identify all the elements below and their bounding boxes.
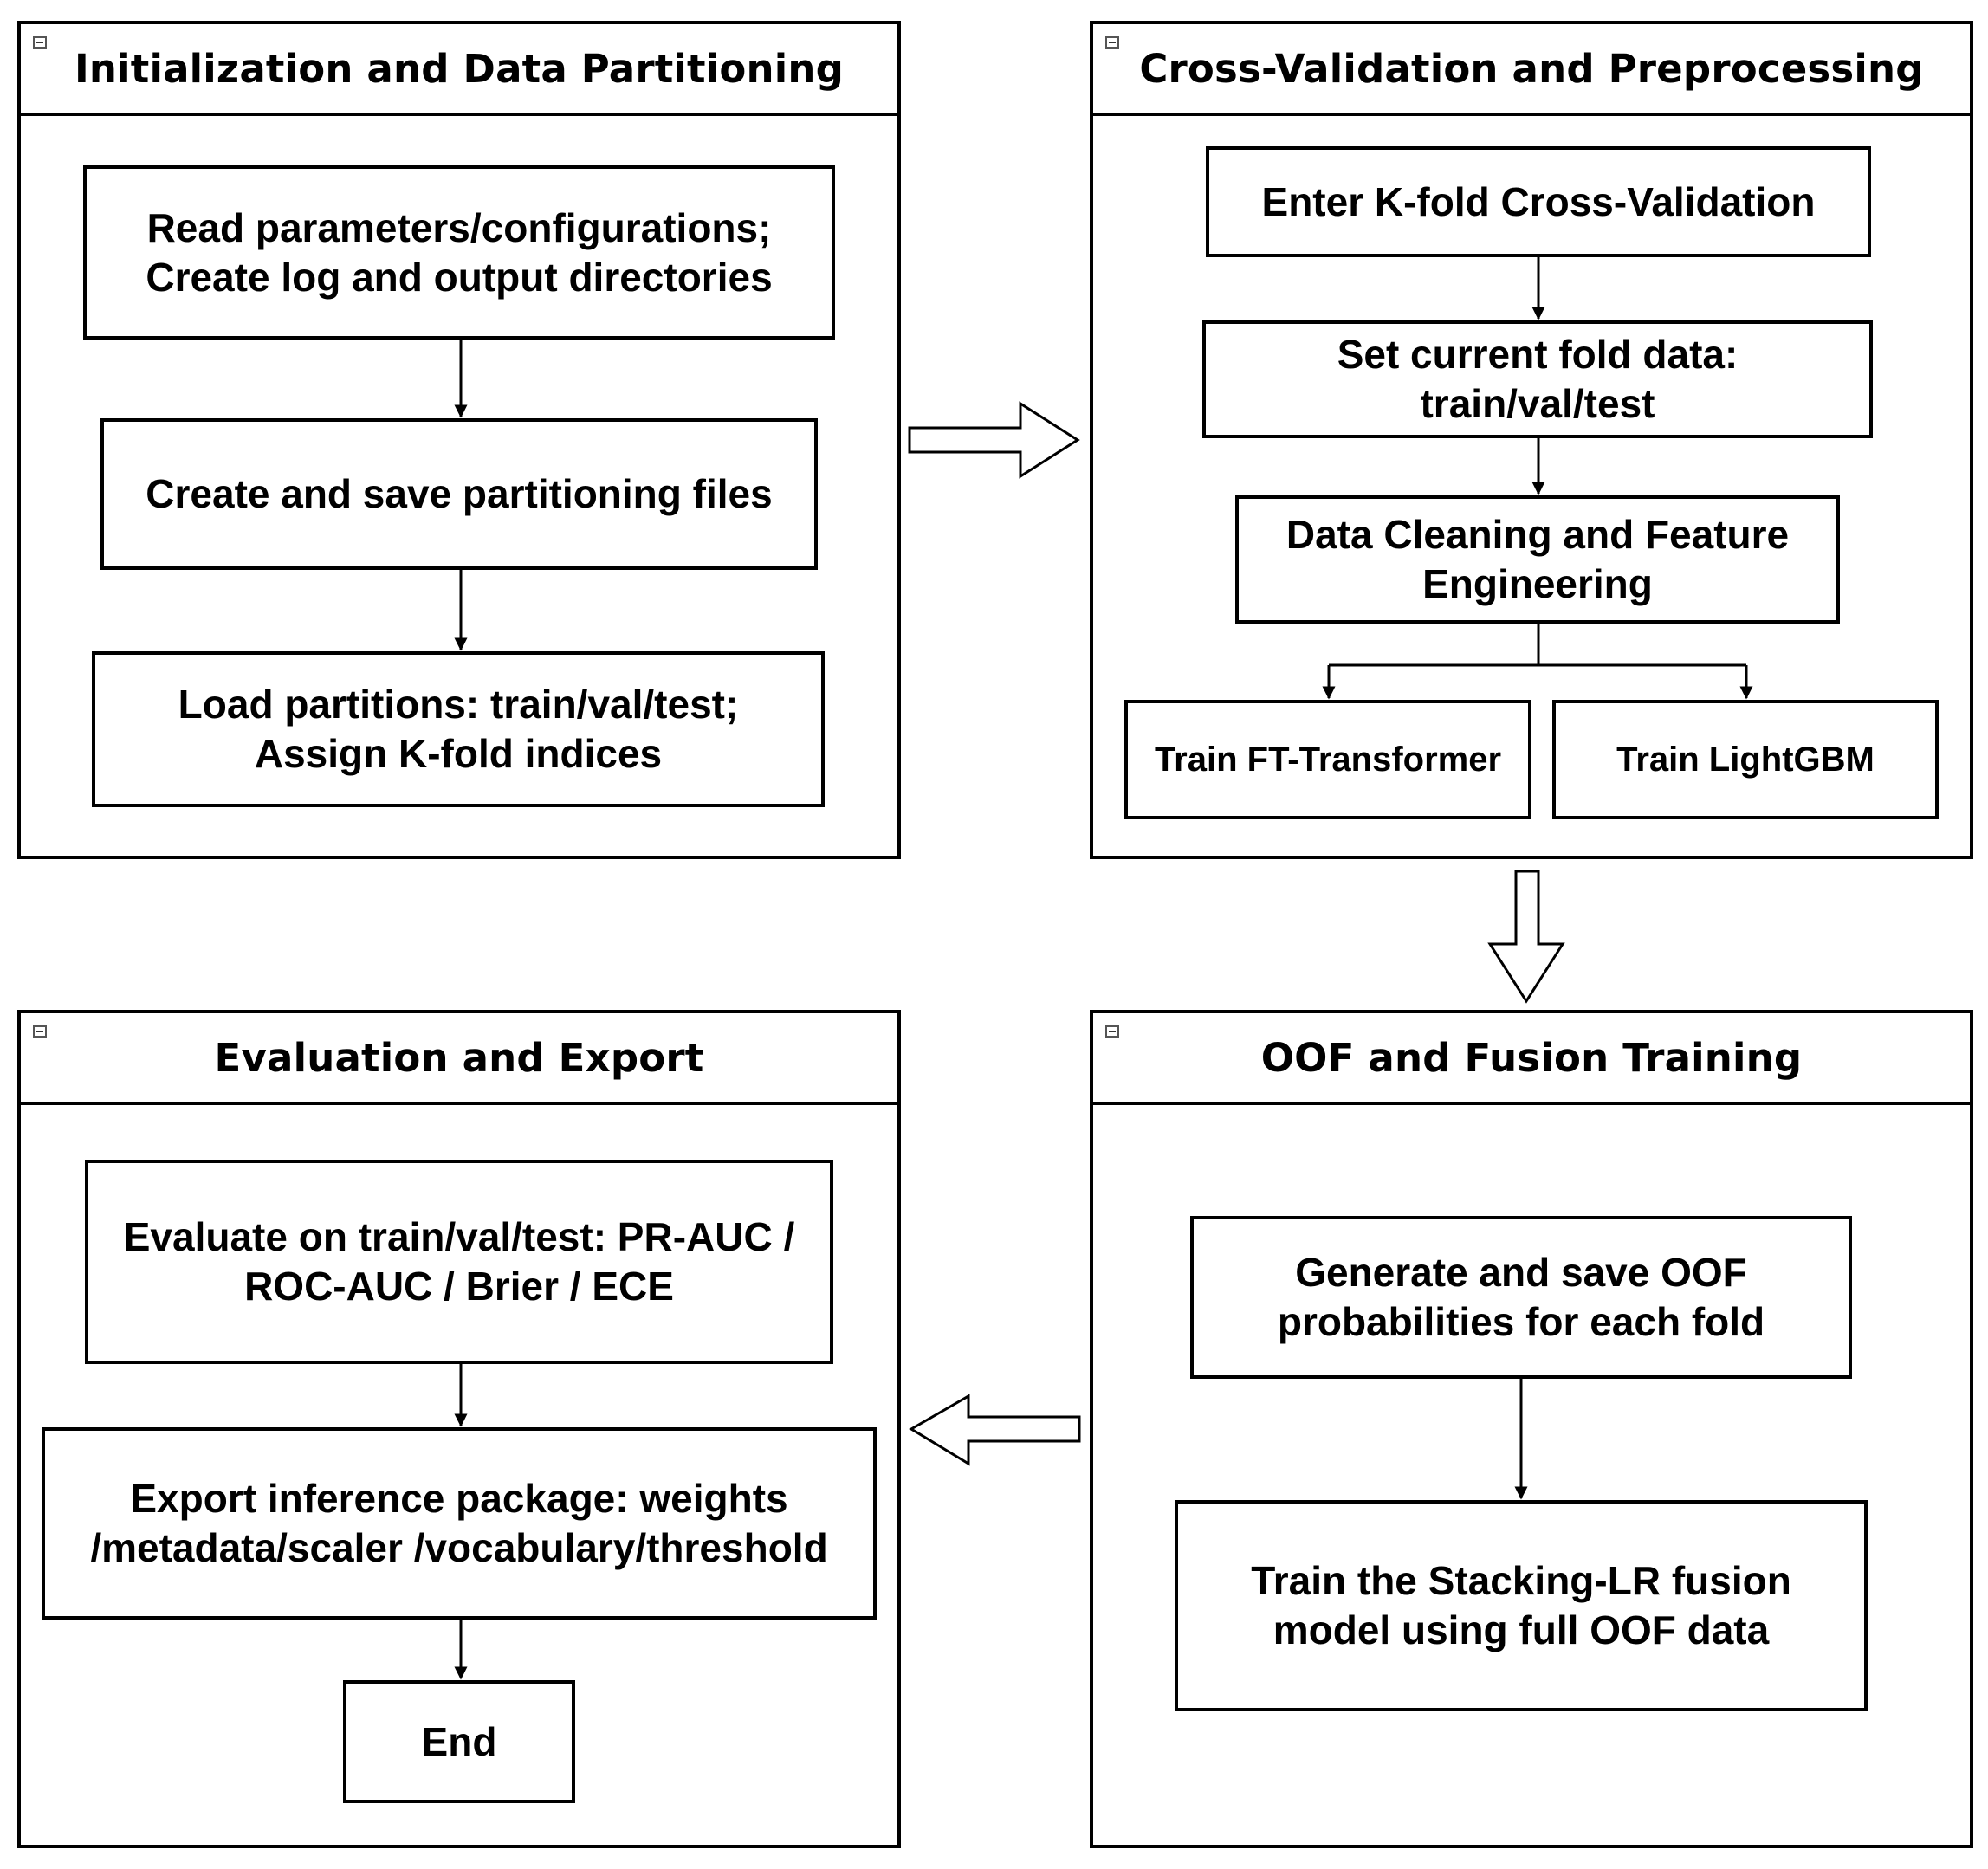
step-set-fold-data: Set current fold data: train/val/test xyxy=(1202,320,1873,438)
step-data-cleaning: Data Cleaning and Feature Engineering xyxy=(1235,495,1840,624)
panel-evaluation-export-header: Evaluation and Export xyxy=(21,1013,897,1105)
block-arrow-left xyxy=(909,1394,1081,1466)
step-export-inference-package: Export inference package: weights /metad… xyxy=(42,1427,877,1620)
panel-initialization-header: Initialization and Data Partitioning xyxy=(21,24,897,116)
step-read-parameters: Read parameters/configurations; Create l… xyxy=(83,165,835,340)
panel-oof-fusion-header: OOF and Fusion Training xyxy=(1093,1013,1970,1105)
panel-oof-fusion: OOF and Fusion Training xyxy=(1090,1010,1973,1848)
step-train-stacking-lr: Train the Stacking-LR fusion model using… xyxy=(1175,1500,1868,1711)
collapse-icon[interactable] xyxy=(1105,1025,1119,1038)
block-arrow-down xyxy=(1487,870,1565,1004)
collapse-icon[interactable] xyxy=(33,1025,47,1038)
step-load-partitions: Load partitions: train/val/test; Assign … xyxy=(92,651,825,807)
step-end: End xyxy=(343,1680,575,1803)
collapse-icon[interactable] xyxy=(33,36,47,49)
panel-oof-fusion-title: OOF and Fusion Training xyxy=(1260,1034,1803,1081)
step-generate-oof: Generate and save OOF probabilities for … xyxy=(1190,1216,1852,1379)
step-evaluate: Evaluate on train/val/test: PR-AUC / ROC… xyxy=(85,1160,833,1364)
panel-cross-validation-header: Cross-Validation and Preprocessing xyxy=(1093,24,1970,116)
step-enter-kfold: Enter K-fold Cross-Validation xyxy=(1206,146,1871,257)
collapse-icon[interactable] xyxy=(1105,36,1119,49)
block-arrow-right xyxy=(908,401,1080,479)
panel-initialization-title: Initialization and Data Partitioning xyxy=(74,45,845,92)
step-train-lightgbm: Train LightGBM xyxy=(1552,700,1939,819)
panel-evaluation-export-title: Evaluation and Export xyxy=(214,1034,704,1081)
panel-cross-validation-title: Cross-Validation and Preprocessing xyxy=(1139,45,1924,92)
step-train-ft-transformer: Train FT-Transformer xyxy=(1124,700,1531,819)
step-create-partitioning-files: Create and save partitioning files xyxy=(100,418,818,570)
